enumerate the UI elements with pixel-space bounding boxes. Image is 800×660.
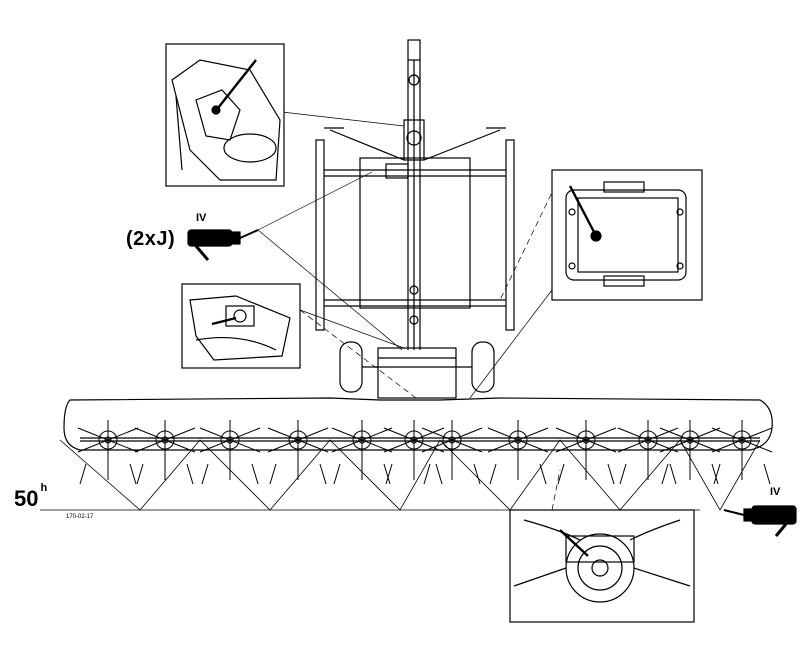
detail-wheel-hub <box>551 169 703 301</box>
detail-pivot-upper <box>165 43 285 187</box>
drawbar <box>403 39 425 350</box>
detail-drawbar-joint <box>181 283 301 369</box>
grease-gun-icon <box>723 505 797 537</box>
grease-gun-icon <box>187 229 259 261</box>
transport-wheels <box>339 341 495 399</box>
grease-type-right: IV <box>770 486 781 498</box>
interval-value: 50 <box>14 486 39 511</box>
transport-frame <box>315 127 515 331</box>
leader-lines <box>257 111 561 511</box>
figure-reference: 170-02-17 <box>66 514 94 520</box>
grease-type-top: IV <box>196 212 207 224</box>
detail-rotor-gearbox <box>509 509 695 623</box>
interval-unit: h <box>40 482 48 494</box>
rotors <box>77 420 773 485</box>
grease-quantity: (2xJ) <box>126 228 176 250</box>
